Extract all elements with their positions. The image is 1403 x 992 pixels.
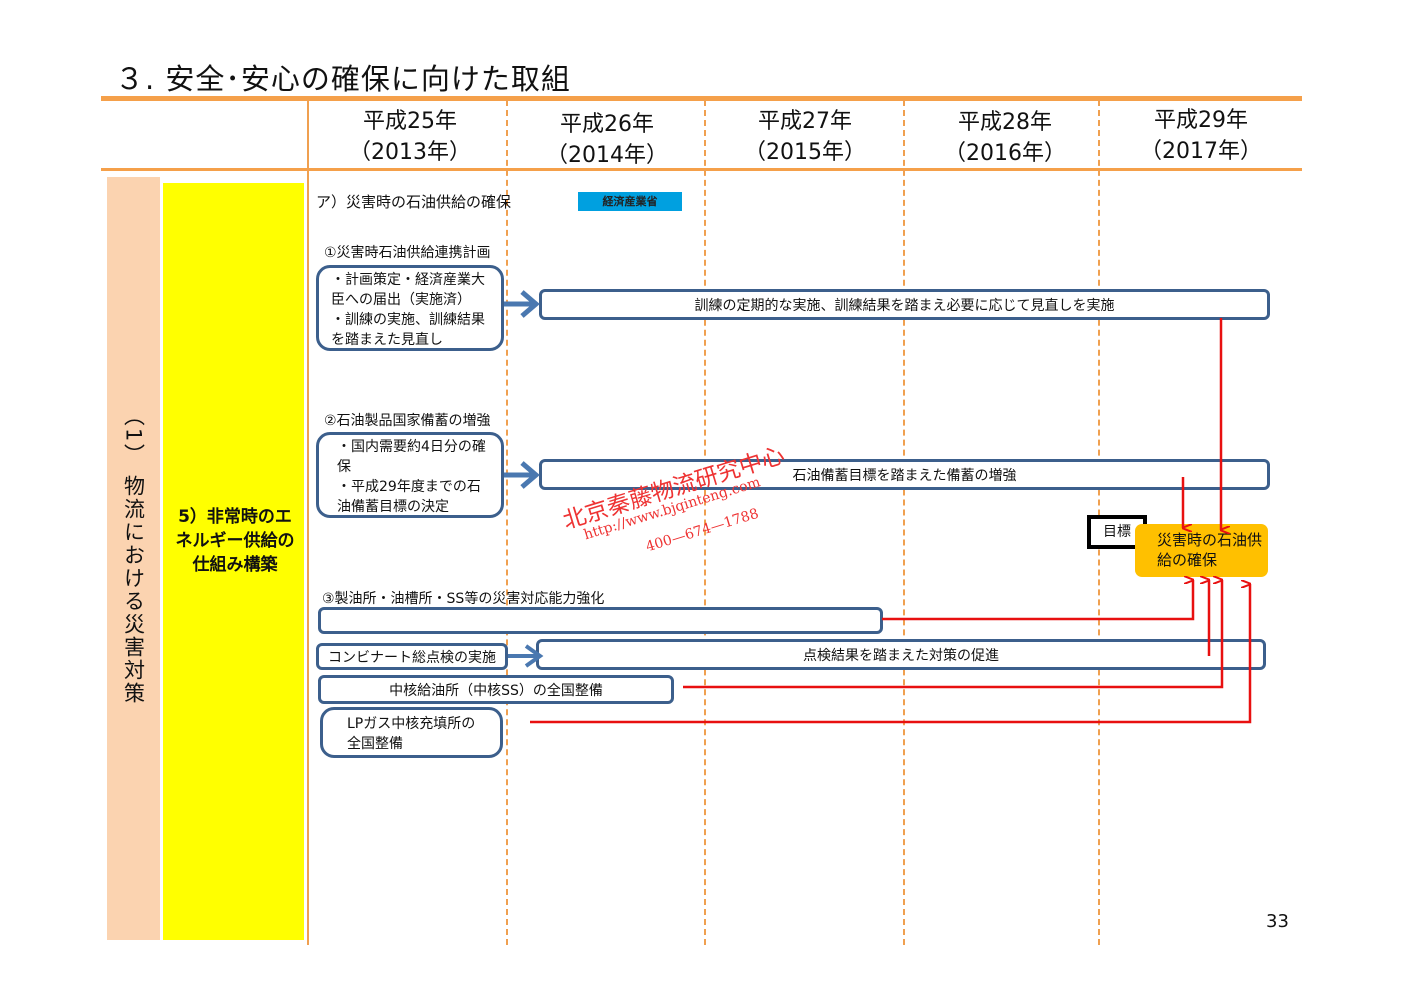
item-title: ③製油所・油槽所・SS等の災害対応能力強化 [322, 591, 605, 607]
year-header-2013: 平成25年 （2013年） [315, 106, 505, 168]
item-title: ②石油製品国家備蓄の増強 [324, 413, 491, 429]
task-box: 中核給油所（中核SS）の全国整備 [318, 675, 674, 704]
year-era: 平成27年 [758, 109, 852, 134]
column-divider [903, 100, 905, 945]
red-arrow [530, 318, 1252, 724]
year-era: 平成25年 [363, 109, 457, 134]
year-western: （2015年） [744, 140, 866, 165]
item-note: ・計画策定・経済産業大臣への届出（実施済） ・訓練の実施、訓練結果を踏まえた見直… [316, 265, 504, 351]
year-era: 平成28年 [958, 110, 1052, 135]
page-number: 33 [1266, 911, 1289, 932]
year-header-2014: 平成26年 （2014年） [512, 109, 702, 171]
year-western: （2017年） [1140, 139, 1262, 164]
timeline-bar [318, 607, 883, 634]
task-box: LPガス中核充填所の全国整備 [320, 707, 503, 758]
ministry-badge: 経済産業省 [578, 192, 682, 211]
section-title: ア）災害時の石油供給の確保 [316, 193, 512, 211]
blue-arrow [504, 290, 544, 668]
subcategory-column: 5）非常時のエネルギー供給の仕組み構築 [163, 183, 304, 940]
year-western: （2013年） [349, 140, 471, 165]
year-header-2017: 平成29年 （2017年） [1106, 105, 1296, 167]
title-rule [101, 96, 1302, 101]
year-western: （2014年） [546, 143, 668, 168]
category-column: （1） 物流における災害対策 [107, 177, 160, 940]
goal-box: 災害時の石油供給の確保 [1135, 524, 1268, 577]
column-divider [307, 100, 309, 945]
item-note: ・国内需要約4日分の確保 ・平成29年度までの石油備蓄目標の決定 [316, 432, 504, 518]
year-era: 平成29年 [1154, 108, 1248, 133]
header-rule [101, 168, 1302, 171]
subcategory-label: 5）非常時のエネルギー供給の仕組み構築 [175, 507, 295, 575]
task-box: コンビナート総点検の実施 [316, 643, 508, 670]
year-header-2016: 平成28年 （2016年） [910, 107, 1100, 169]
year-era: 平成26年 [560, 112, 654, 137]
timeline-bar: 点検結果を踏まえた対策の促進 [536, 639, 1266, 670]
column-divider [704, 100, 706, 945]
timeline-bar: 訓練の定期的な実施、訓練結果を踏まえ必要に応じて見直しを実施 [539, 289, 1270, 320]
year-header-2015: 平成27年 （2015年） [710, 106, 900, 168]
column-divider [506, 100, 508, 945]
timeline-bar: 石油備蓄目標を踏まえた備蓄の増強 [539, 459, 1270, 490]
year-western: （2016年） [944, 141, 1066, 166]
page-title: ３. 安全･安心の確保に向けた取組 [115, 62, 571, 96]
item-title: ①災害時石油供給連携計画 [324, 245, 491, 261]
category-label: （1） 物流における災害対策 [121, 405, 146, 706]
